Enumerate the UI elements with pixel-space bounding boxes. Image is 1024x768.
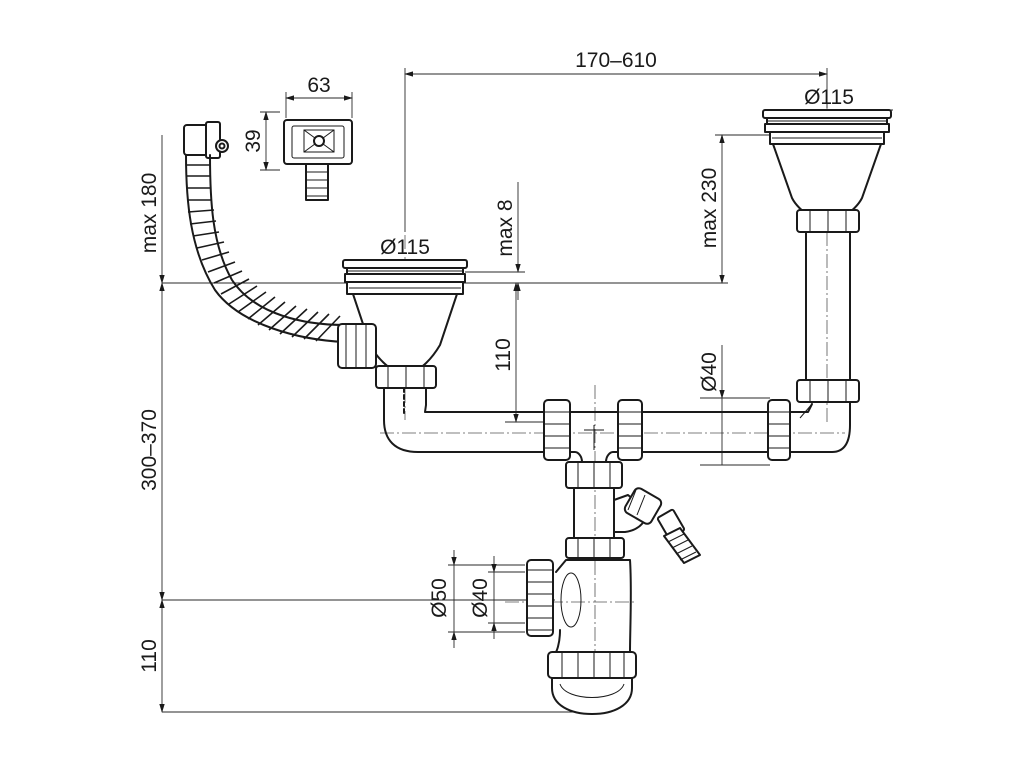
dimension-label-hose-max: max 180 bbox=[138, 173, 161, 254]
dimension-label-right-strainer-dia: Ø115 bbox=[804, 86, 854, 109]
dimension-hose-max: max 180 bbox=[138, 135, 165, 284]
dimension-outlet-dia-outer: Ø50 bbox=[428, 550, 457, 648]
dimension-label-overflow-width: 63 bbox=[307, 74, 330, 97]
dimension-overflow-width: 63 bbox=[285, 74, 353, 101]
dimension-right-max: max 230 bbox=[698, 134, 725, 284]
dimension-top-span: 170–610 bbox=[404, 49, 828, 77]
dimension-label-left-strainer-dia: Ø115 bbox=[380, 236, 430, 259]
dimension-right-strainer-dia: Ø115 bbox=[765, 86, 893, 111]
right-sink-strainer bbox=[762, 109, 892, 419]
dimension-label-bottom-height: 110 bbox=[138, 639, 161, 672]
dimension-label-outlet-drop: 110 bbox=[492, 338, 515, 371]
washing-machine-inlet bbox=[613, 487, 701, 564]
dimension-label-left-max: max 8 bbox=[494, 199, 517, 256]
left-sink-strainer bbox=[337, 259, 468, 389]
dimension-left-max: max 8 bbox=[494, 182, 521, 300]
dimension-label-total-height: 300–370 bbox=[138, 409, 161, 491]
dimension-left-strainer-dia: Ø115 bbox=[345, 236, 467, 261]
extension-lines bbox=[162, 68, 828, 713]
dimension-pipe-dia: Ø40 bbox=[698, 345, 725, 465]
dimension-total-height: 300–370 bbox=[138, 282, 165, 601]
dimension-label-pipe-dia: Ø40 bbox=[698, 352, 721, 392]
drain-pipe-horizontal bbox=[383, 387, 851, 461]
dimension-label-outlet-dia-outer: Ø50 bbox=[428, 578, 451, 618]
dimension-outlet-dia-inner: Ø40 bbox=[469, 556, 497, 639]
dimension-label-right-max: max 230 bbox=[698, 168, 721, 249]
dimension-label-overflow-height: 39 bbox=[242, 129, 265, 152]
dimension-label-top-span: 170–610 bbox=[575, 49, 657, 72]
bottle-trap bbox=[526, 537, 637, 715]
dimension-label-outlet-dia-inner: Ø40 bbox=[469, 578, 492, 618]
dimension-overflow-height: 39 bbox=[242, 111, 269, 171]
overflow-cover bbox=[283, 119, 353, 201]
dimension-bottom-height: 110 bbox=[138, 599, 165, 713]
dimension-outlet-drop: 110 bbox=[492, 282, 519, 423]
overflow-hose bbox=[183, 121, 346, 343]
